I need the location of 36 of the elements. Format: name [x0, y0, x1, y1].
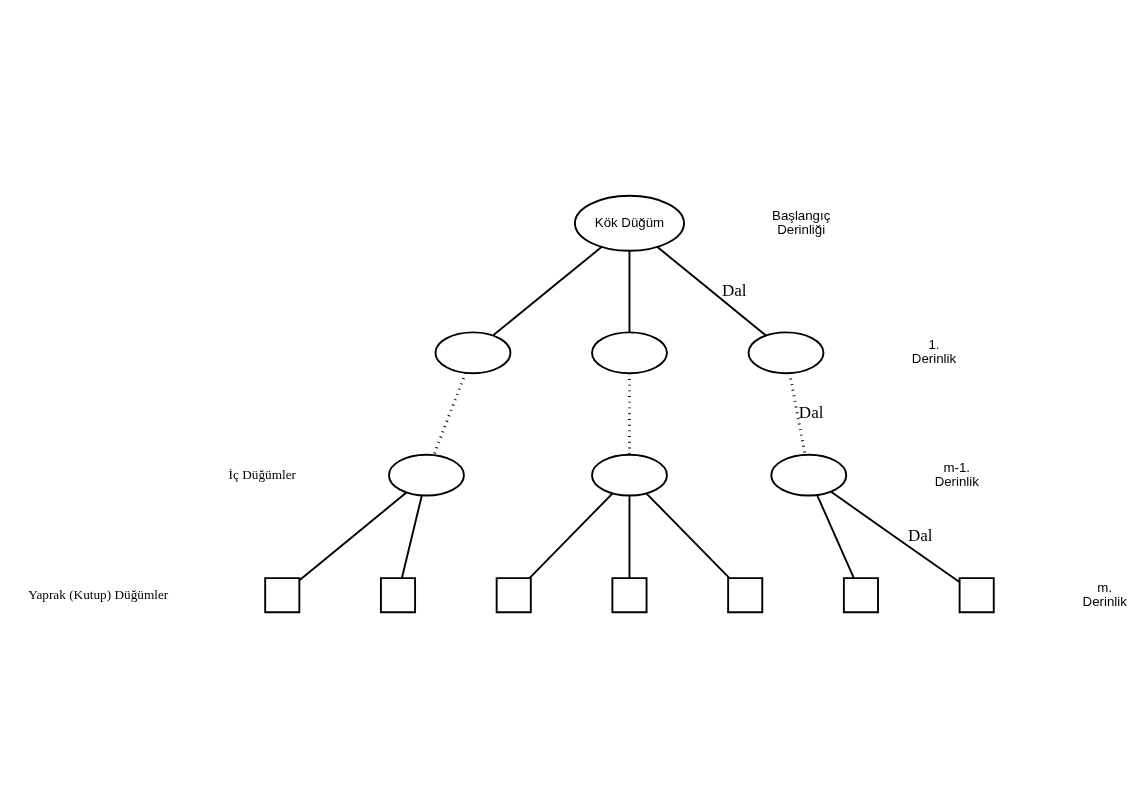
connector [628, 250, 631, 334]
connector [830, 490, 961, 584]
connector [645, 492, 731, 579]
node-box [842, 577, 879, 614]
connector [628, 373, 631, 455]
label: Yaprak (Kutup) Düğümler [28, 586, 169, 602]
label: m. Derinlik [1082, 579, 1127, 609]
edge-label: Dal [721, 280, 747, 300]
connector [816, 494, 855, 579]
edge-label: Dal [907, 525, 933, 545]
label: m-1. Derinlik [934, 459, 979, 489]
node-ellipse: Kök Düğüm [573, 194, 685, 252]
node-box [379, 577, 416, 614]
connector [788, 372, 807, 455]
node-ellipse [434, 331, 512, 375]
connector [528, 492, 614, 579]
node-box [727, 577, 764, 614]
connector [401, 494, 423, 579]
node-ellipse [591, 331, 668, 375]
connector [432, 372, 467, 456]
connector [656, 246, 767, 337]
node-ellipse [747, 331, 825, 375]
node-ellipse [388, 453, 465, 497]
node-ellipse [770, 453, 848, 497]
connector [298, 491, 408, 582]
node-box [611, 577, 648, 614]
label: 1. Derinlik [911, 337, 957, 367]
node-box [958, 577, 995, 614]
label: İç Düğümler [228, 466, 297, 482]
node-box [495, 577, 532, 614]
label: Başlangıç Derinliği [772, 207, 831, 237]
connector [492, 246, 603, 337]
node-box [264, 577, 301, 614]
edge-label: Dal [798, 403, 824, 423]
node-ellipse [591, 453, 668, 497]
connector [628, 494, 631, 579]
